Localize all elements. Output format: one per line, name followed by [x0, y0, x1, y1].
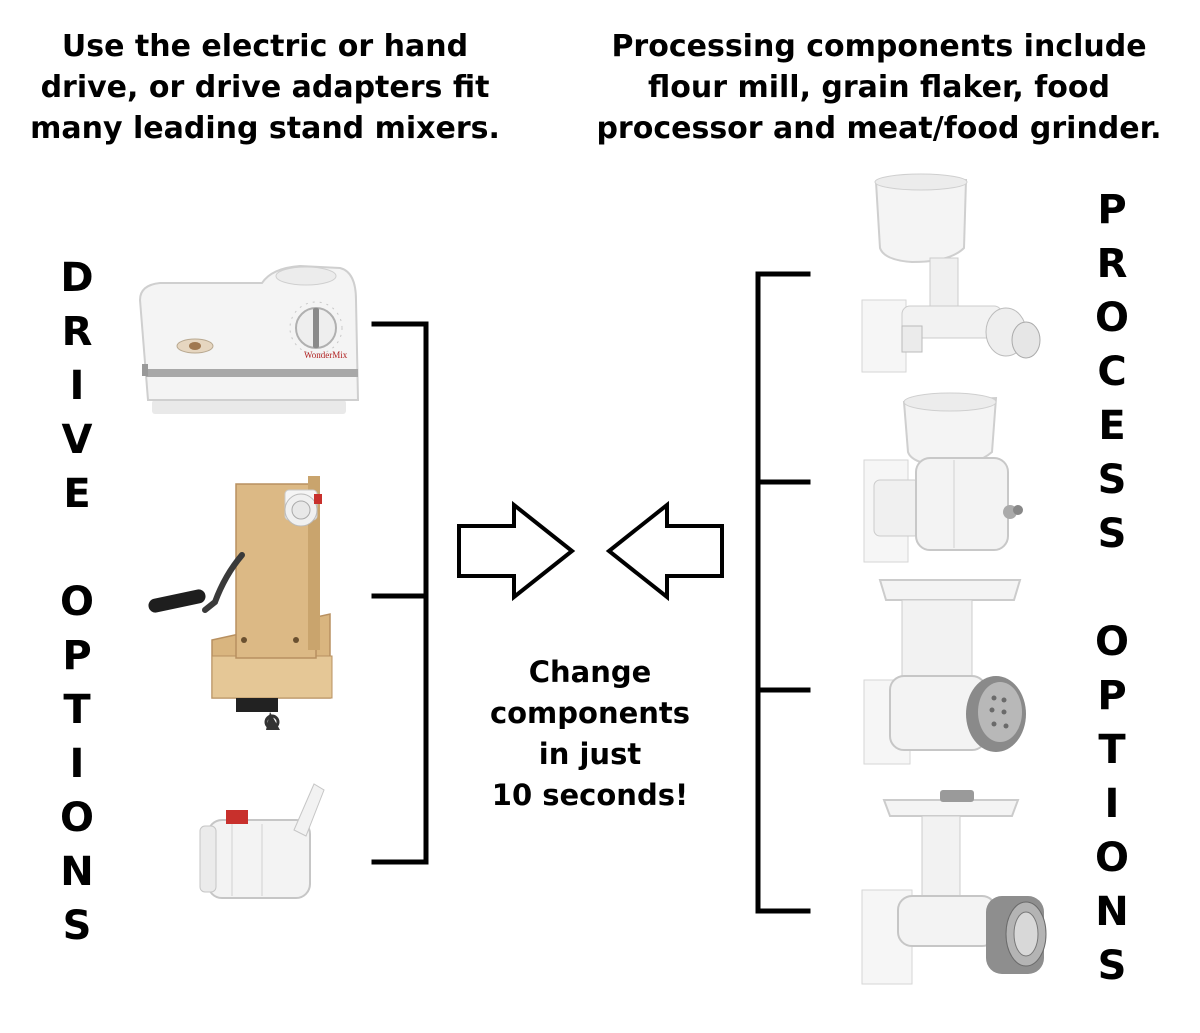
right-arrow-icon	[457, 500, 576, 602]
electric-mixer-base-icon: WonderMix	[138, 264, 360, 414]
center-text-line: components	[489, 696, 691, 730]
vertical-letter: S	[1097, 511, 1127, 557]
vertical-letter: O	[1094, 619, 1129, 665]
center-text-line: Change	[528, 655, 652, 689]
process-caption-line: flour mill, grain flaker, food	[648, 70, 1110, 105]
brand-logo: WonderMix	[304, 350, 348, 360]
drive-caption-line: drive, or drive adapters fit	[40, 70, 490, 105]
change-components-text: Change components in just 10 seconds!	[470, 652, 710, 816]
process-bracket	[755, 271, 811, 914]
drive-caption-line: many leading stand mixers.	[30, 111, 500, 146]
vertical-letter: E	[63, 471, 91, 517]
vertical-letter: O	[1094, 295, 1129, 341]
vertical-letter: E	[1098, 403, 1126, 449]
vertical-letter: P	[1097, 673, 1127, 719]
food-processor-icon	[863, 579, 1026, 765]
process-caption: Processing components include flour mill…	[596, 26, 1162, 149]
center-text-line: in just	[538, 737, 642, 771]
vertical-letter: R	[1096, 241, 1128, 287]
vertical-letter: T	[1098, 727, 1126, 773]
left-arrow-icon	[605, 500, 724, 602]
process-caption-line: processor and meat/food grinder.	[596, 111, 1162, 146]
vertical-letter: S	[1097, 457, 1127, 503]
hand-crank-drive-icon	[148, 476, 333, 730]
vertical-letter: I	[69, 363, 85, 409]
grain-flaker-icon	[863, 392, 1023, 563]
vertical-letter: O	[1094, 835, 1129, 881]
drive-caption-line: Use the electric or hand	[61, 29, 469, 64]
vertical-letter: O	[59, 579, 94, 625]
flour-mill-icon	[861, 173, 1041, 373]
center-text-line: 10 seconds!	[491, 778, 689, 812]
vertical-letter: S	[1097, 943, 1127, 989]
vertical-letter: D	[60, 255, 94, 301]
vertical-letter: R	[61, 309, 93, 355]
vertical-letter: V	[61, 417, 93, 463]
vertical-letter: O	[59, 795, 94, 841]
meat-grinder-icon	[861, 790, 1047, 985]
vertical-letter: N	[60, 849, 94, 895]
vertical-letter: I	[69, 741, 85, 787]
vertical-letter: S	[62, 903, 92, 949]
drive-caption: Use the electric or hand drive, or drive…	[20, 26, 510, 149]
vertical-letter: N	[1095, 889, 1129, 935]
vertical-letter: P	[1097, 187, 1127, 233]
process-caption-line: Processing components include	[611, 29, 1147, 64]
vertical-letter: P	[62, 633, 92, 679]
vertical-letter: I	[1104, 781, 1120, 827]
drive-bracket	[371, 321, 429, 865]
stand-mixer-adapter-icon	[199, 783, 325, 899]
vertical-letter: T	[63, 687, 91, 733]
vertical-letter: C	[1097, 349, 1127, 395]
